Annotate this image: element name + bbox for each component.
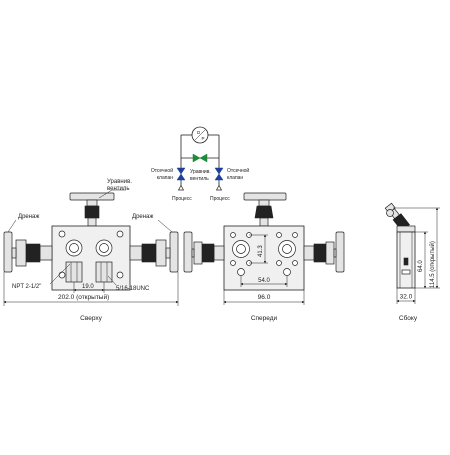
front-view: 41.3 54.0 96.0 Спереди	[183, 192, 345, 322]
dim-413-label: 41.3	[258, 245, 264, 257]
left-process-label: Процесс	[172, 196, 192, 202]
right-valve-label-2: клапан	[227, 175, 243, 181]
drain-left-label: Дренаж	[18, 214, 39, 220]
dim-19-label: 19.0	[82, 284, 94, 290]
side-view-caption: Сбоку	[399, 314, 418, 322]
equalizer-valve-icon	[192, 153, 208, 163]
width-202-label: 202.0 (открытый)	[58, 293, 109, 301]
front-view-caption: Спереди	[251, 315, 278, 322]
top-equalizer-label-2: вентиль	[107, 186, 130, 192]
left-isolation-valve-icon	[176, 167, 186, 181]
side-height-open-label: 114.5 (открытый)	[429, 241, 436, 288]
top-equalizer-label-1: Уравнив.	[107, 179, 132, 185]
right-process-label: Процесс	[210, 196, 230, 202]
left-valve-label-1: Отсечной	[151, 167, 173, 174]
gauge-symbol-bottom: P	[202, 136, 205, 141]
valve-schematic: D P Отсечной клапан Уравнив. вентиль Отс…	[151, 126, 249, 202]
gauge-symbol-top: D	[197, 130, 201, 135]
center-valve-label-1: Уравнив.	[190, 169, 211, 175]
right-process-icon	[215, 184, 223, 191]
right-isolation-valve-icon	[214, 167, 224, 181]
unc-label: 5/16-18UNC	[116, 286, 150, 292]
drain-right-label: Дренаж	[132, 214, 153, 220]
dim-540-label: 54.0	[258, 278, 270, 284]
side-width-32-label: 32.0	[400, 294, 413, 301]
npt-label: NPT 2-1/2"	[12, 284, 41, 290]
top-view-caption: Сверху	[80, 315, 102, 322]
dim-960-label: 96.0	[258, 294, 271, 301]
right-valve-label-1: Отсечной	[227, 167, 249, 174]
side-view: 114.5 (открытый) 64.0 32.0 Сбоку	[384, 202, 440, 322]
top-view: Уравнив. вентиль Дренаж	[3, 179, 179, 322]
left-process-icon	[177, 184, 185, 191]
left-valve-label-2: клапан	[157, 175, 173, 181]
center-valve-label-2: вентиль	[190, 176, 209, 182]
side-height-64-label: 64.0	[418, 260, 424, 272]
